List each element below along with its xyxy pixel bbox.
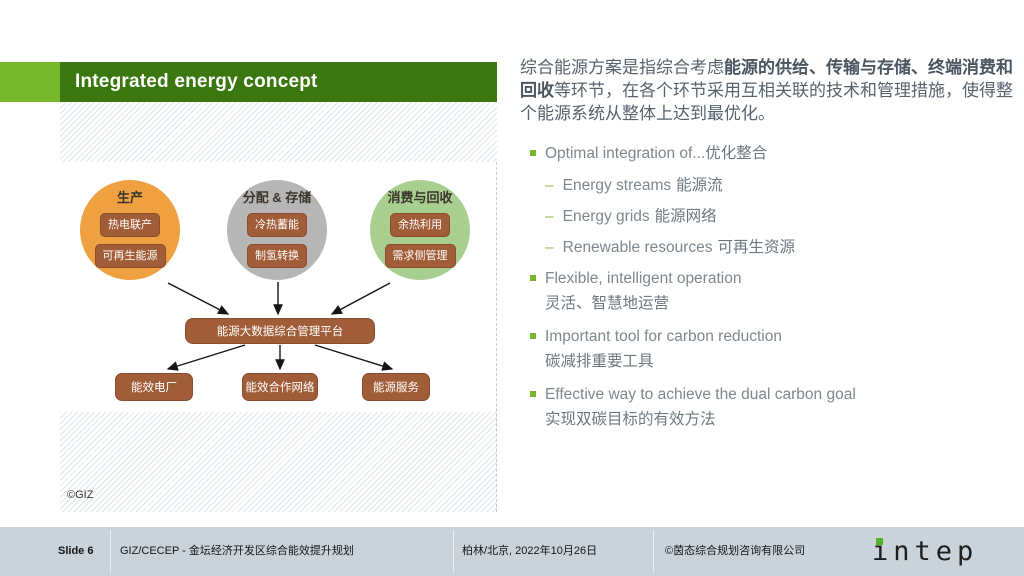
bullet-en: Energy streams xyxy=(562,177,672,194)
bullet-en: Flexible, intelligent operation xyxy=(545,270,742,287)
diagram-node: 余热利用 xyxy=(390,213,450,237)
bullet-en: Optimal integration of... xyxy=(545,145,706,162)
diagram-output-node: 能源服务 xyxy=(362,373,430,401)
circle-title: 消费与回收 xyxy=(387,190,453,205)
intep-logo: intep xyxy=(872,527,978,576)
square-bullet-icon xyxy=(530,150,536,156)
diagram-output-node: 能效合作网络 xyxy=(242,373,318,401)
dash-bullet-icon: – xyxy=(545,208,554,225)
footer-date: 柏林/北京, 2022年10月26日 xyxy=(462,545,598,557)
diagram-circle-production: 生产 热电联产 可再生能源 xyxy=(80,180,180,280)
bullet-zh: 实现双碳目标的有效方法 xyxy=(545,411,716,428)
intro-text-bold: 能源的供给、传输与存储、终端消费和回收 xyxy=(520,58,1013,100)
diagram-node: 热电联产 xyxy=(100,213,160,237)
diagram-node: 可再生能源 xyxy=(94,244,166,268)
circle-title: 生产 xyxy=(116,190,143,205)
footer-divider xyxy=(110,530,111,573)
diagram-node: 冷热蓄能 xyxy=(247,213,307,237)
dash-bullet-icon: – xyxy=(545,177,554,194)
bullet-zh: 能源网络 xyxy=(654,208,717,225)
square-bullet-icon xyxy=(530,391,536,397)
circle-title: 分配 & 存储 xyxy=(242,190,312,205)
diagram-circle-distribution-storage: 分配 & 存储 冷热蓄能 制氢转换 xyxy=(227,180,327,280)
bullet-zh: 灵活、智慧地运营 xyxy=(545,295,670,312)
bullet-item: Important tool for carbon reduction 碳减排重要… xyxy=(520,326,1016,373)
diagram-node: 制氢转换 xyxy=(247,244,307,268)
diagram-circle-consumption-recycling: 消费与回收 余热利用 需求侧管理 xyxy=(370,180,470,280)
bullet-en: Energy grids xyxy=(562,208,650,225)
intep-logo-green-dot-icon xyxy=(876,538,883,545)
bullet-zh: 能源流 xyxy=(676,177,723,194)
bullet-zh: 可再生资源 xyxy=(717,239,796,256)
diagram-platform-node: 能源大数据综合管理平台 xyxy=(185,318,375,344)
hatch-band-top xyxy=(60,102,497,162)
bullet-text: Important tool for carbon reduction 碳减排重要… xyxy=(545,326,782,373)
bullet-text: Flexible, intelligent operation 灵活、智慧地运营 xyxy=(545,268,741,315)
header-accent-block xyxy=(0,62,60,102)
diagram-node: 需求侧管理 xyxy=(384,244,456,268)
bullet-en: Renewable resources xyxy=(562,239,713,256)
bullet-item: Optimal integration of...优化整合 xyxy=(520,143,1016,164)
intep-logo-text: intep xyxy=(872,536,979,567)
bullet-en: Effective way to achieve the dual carbon… xyxy=(545,386,856,403)
bullet-text: Effective way to achieve the dual carbon… xyxy=(545,384,856,431)
square-bullet-icon xyxy=(530,333,536,339)
bullet-text: Optimal integration of...优化整合 xyxy=(545,143,767,164)
intro-paragraph: 综合能源方案是指综合考虑能源的供给、传输与存储、终端消费和回收等环节，在各个环节… xyxy=(520,56,1016,125)
image-credit: ©GIZ xyxy=(67,489,94,501)
intro-text: 综合能源方案是指综合考虑 xyxy=(520,58,724,77)
footer-divider xyxy=(653,530,654,573)
square-bullet-icon xyxy=(530,275,536,281)
intro-text: 等环节，在各个环节采用互相关联的技术和管理措施，使得整个能源系统从整体上达到最优… xyxy=(520,81,1013,123)
bullet-zh: 碳减排重要工具 xyxy=(545,353,654,370)
bullet-en: Important tool for carbon reduction xyxy=(545,328,782,345)
right-text-column: 综合能源方案是指综合考虑能源的供给、传输与存储、终端消费和回收等环节，在各个环节… xyxy=(520,56,1016,442)
bullet-item: Flexible, intelligent operation 灵活、智慧地运营 xyxy=(520,268,1016,315)
footer-project-title: GIZ/CECEP - 金坛经济开发区综合能效提升规划 xyxy=(120,545,354,557)
slide-number: Slide 6 xyxy=(58,545,94,557)
placeholder-dashed-edge xyxy=(496,162,497,512)
footer-copyright: ©茵态综合规划咨询有限公司 xyxy=(665,545,806,557)
bullet-zh: 优化整合 xyxy=(705,145,768,162)
bullet-item: Effective way to achieve the dual carbon… xyxy=(520,384,1016,431)
footer-divider xyxy=(453,530,454,573)
slide-title-bar: Integrated energy concept xyxy=(60,62,497,102)
dash-bullet-icon: – xyxy=(545,239,554,256)
diagram-output-node: 能效电厂 xyxy=(115,373,193,401)
footer-bar: Slide 6 GIZ/CECEP - 金坛经济开发区综合能效提升规划 柏林/北… xyxy=(0,527,1024,576)
hatch-band-bottom xyxy=(60,412,497,512)
slide-title: Integrated energy concept xyxy=(75,71,318,92)
